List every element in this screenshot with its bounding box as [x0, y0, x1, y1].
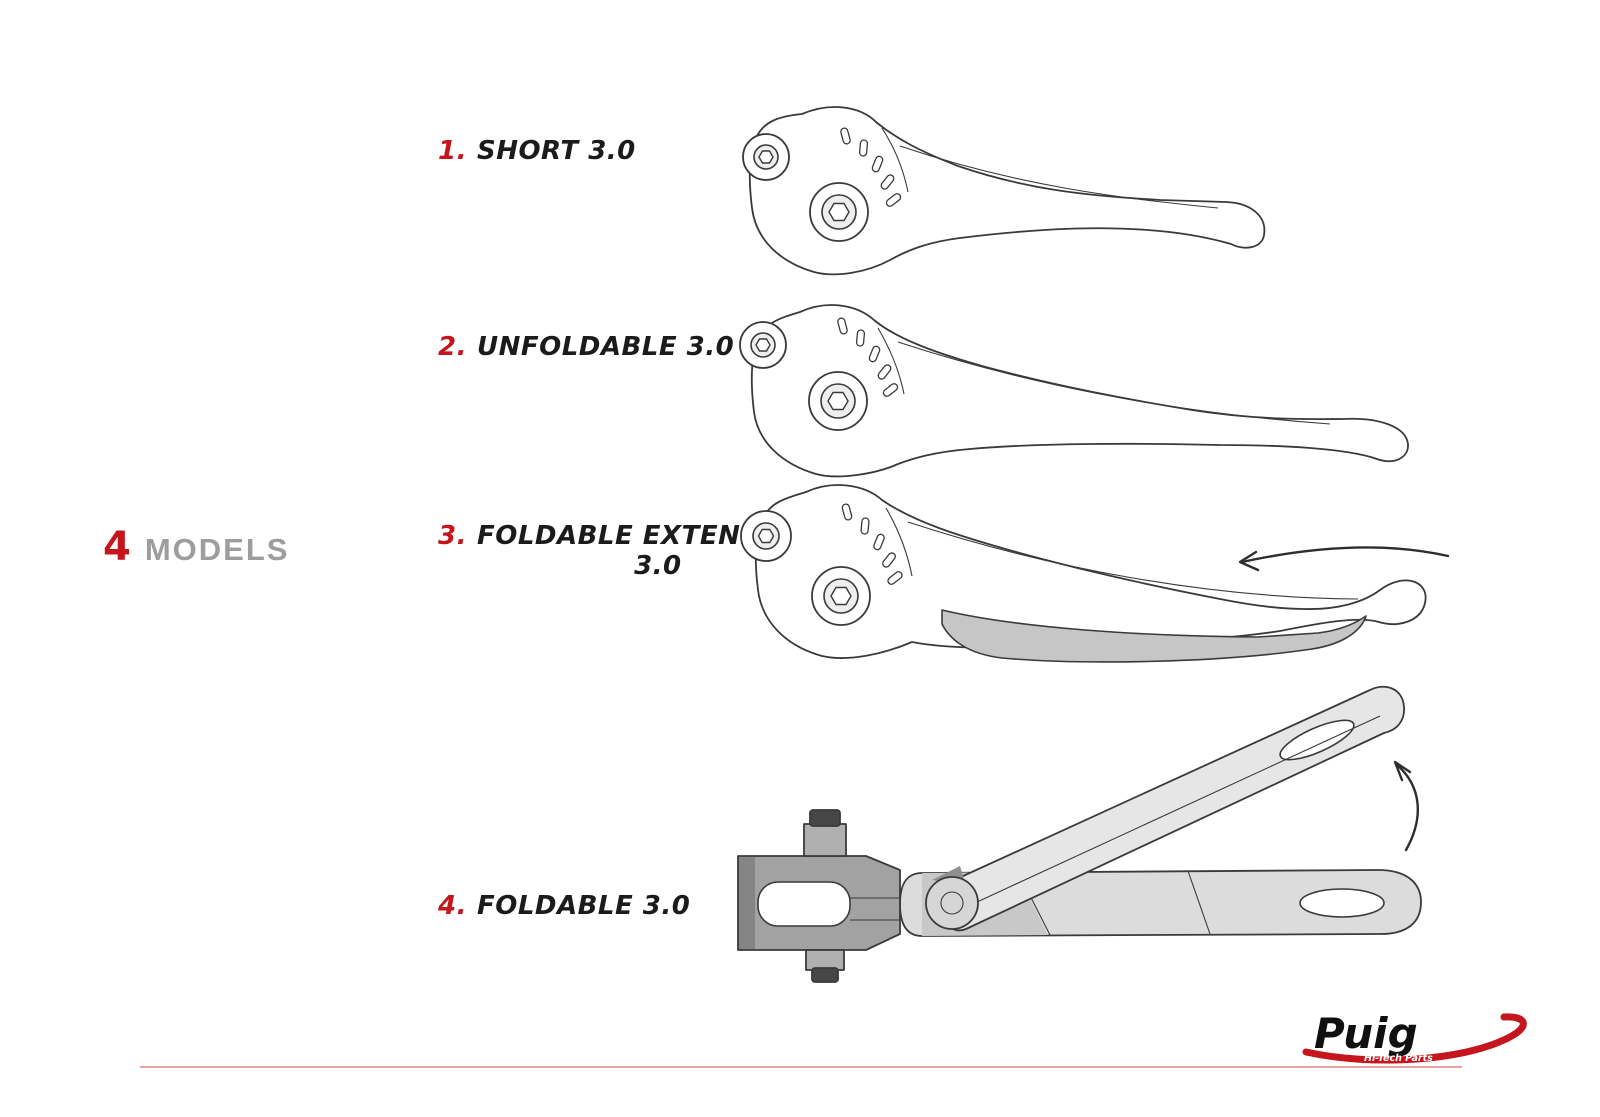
logo-brand-text: Puig [1314, 1009, 1418, 1058]
vent-slots [841, 503, 903, 585]
lever-foldable-drawing [737, 685, 1422, 983]
figure-foldable-extendable-3-0 [718, 470, 1458, 690]
model-3-number: 3. [438, 521, 467, 551]
model-2-name: UNFOLDABLE 3.0 [476, 332, 735, 362]
model-4-label: 4. FOLDABLE 3.0 [438, 891, 690, 921]
model-2-number: 2. [438, 332, 467, 362]
footer-rule [140, 1066, 1462, 1068]
logo-swoosh [1302, 1013, 1527, 1064]
fold-arrow-icon [1393, 760, 1419, 852]
vent-slots [837, 317, 899, 397]
model-1-label: 1. SHORT 3.0 [438, 136, 636, 166]
vent-slots [840, 127, 902, 207]
puig-logo-graphic: Puig Hi-Tech Parts [1302, 1009, 1527, 1064]
figure-short-3-0 [718, 88, 1298, 303]
extend-arrow-icon [1238, 546, 1450, 572]
lever-foldable-extendable-drawing [740, 484, 1450, 663]
model-3-name-line2: 3.0 [634, 551, 682, 581]
adjuster-dial-icon [808, 371, 868, 431]
extendable-insert [941, 609, 1367, 663]
logo-tagline: Hi-Tech Parts [1364, 1053, 1433, 1064]
pivot-bolt-icon [740, 510, 792, 562]
adjuster-dial-icon [811, 566, 871, 626]
model-1-number: 1. [438, 136, 467, 166]
pivot-bolt-icon [742, 133, 790, 181]
model-4-name: FOLDABLE 3.0 [476, 891, 691, 921]
models-heading: 4 MODELS [103, 524, 289, 570]
lever-unfoldable-drawing [739, 304, 1409, 478]
lever-short-drawing [742, 106, 1266, 276]
models-count: 4 [103, 524, 131, 570]
models-word: MODELS [144, 532, 290, 567]
model-4-number: 4. [438, 891, 467, 921]
puig-logo: Puig Hi-Tech Parts [1300, 1008, 1540, 1071]
model-2-label: 2. UNFOLDABLE 3.0 [438, 332, 734, 362]
figure-foldable-3-0 [718, 668, 1438, 993]
adjuster-dial-icon [809, 182, 869, 242]
model-1-name: SHORT 3.0 [476, 136, 636, 166]
pivot-bolt-icon [739, 321, 787, 369]
figure-unfoldable-3-0 [718, 292, 1428, 487]
